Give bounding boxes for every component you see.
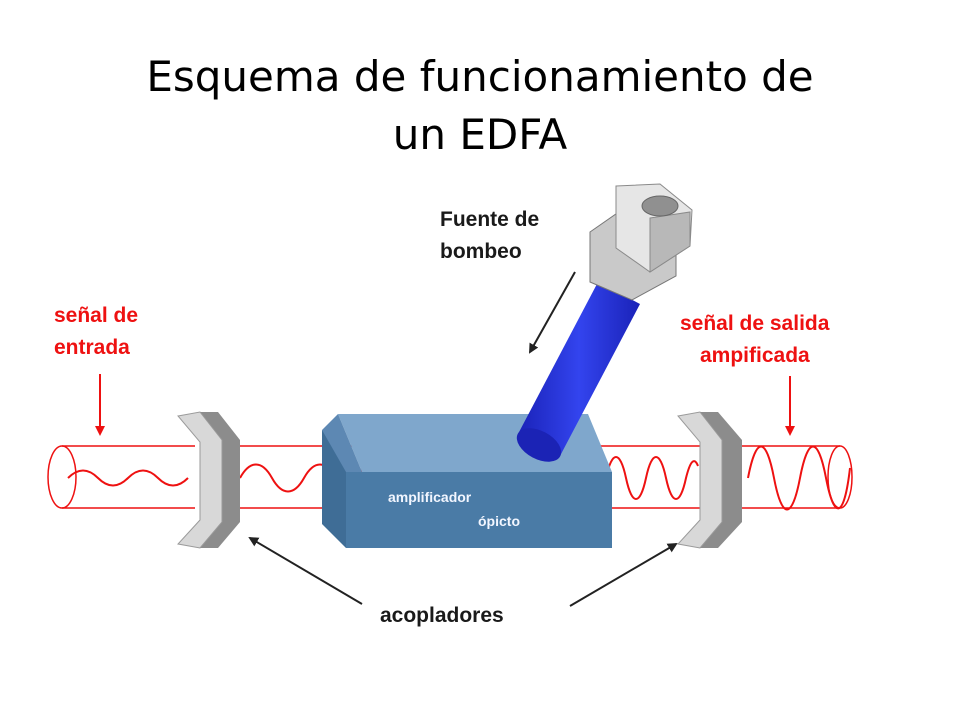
amplifier-label-line-1: amplificador <box>388 489 472 505</box>
pump-fiber <box>516 282 640 462</box>
couplers-label: acopladores <box>380 604 504 627</box>
title-line-2: un EDFA <box>392 110 568 159</box>
coupler-arrow-right <box>569 542 678 607</box>
coupler-arrow-left <box>248 536 363 605</box>
output-label-line-2: ampificada <box>700 344 810 367</box>
output-fiber <box>742 445 853 511</box>
title-line-1: Esquema de funcionamiento de <box>146 52 814 101</box>
pump-arrow <box>529 271 576 354</box>
input-fiber <box>47 445 195 509</box>
amplifier-label-line-2: ópicto <box>478 513 520 529</box>
pump-label-line-1: Fuente de <box>440 208 539 231</box>
inner-fiber-right <box>598 445 700 509</box>
input-label-line-2: entrada <box>54 336 130 359</box>
input-label-line-1: señal de <box>54 304 138 327</box>
pump-source <box>589 183 693 301</box>
slide-title: Esquema de funcionamiento de un EDFA <box>0 48 960 164</box>
pump-label-line-2: bombeo <box>440 240 522 263</box>
right-coupler <box>677 411 742 549</box>
left-coupler <box>177 411 240 549</box>
output-label-line-1: señal de salida <box>680 312 830 335</box>
